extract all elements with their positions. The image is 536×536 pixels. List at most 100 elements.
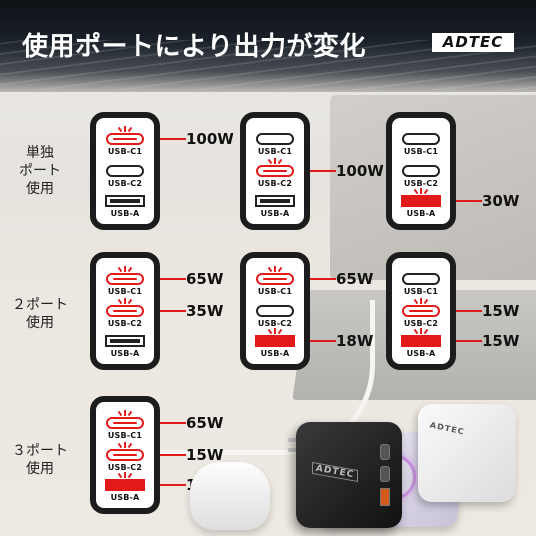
port-label: USB-C1	[107, 147, 143, 156]
port-label: USB-C2	[107, 319, 143, 328]
output-leader-line	[292, 340, 336, 342]
port-label: USB-C2	[107, 179, 143, 188]
row-label-text: ２ポート	[12, 297, 68, 313]
brand-logo: ADTEC	[432, 33, 514, 52]
active-spark-icon	[117, 410, 133, 417]
port-label: USB-C1	[257, 287, 293, 296]
output-leader-line	[438, 310, 482, 312]
active-spark-icon	[117, 266, 133, 273]
active-spark-icon	[117, 126, 133, 133]
output-wattage: 30W	[482, 192, 520, 210]
earbuds-case-photo	[190, 462, 270, 530]
row-label-text: 単独	[26, 145, 54, 161]
output-wattage: 100W	[336, 162, 384, 180]
active-spark-icon	[267, 266, 283, 273]
usb-a-port	[401, 335, 441, 347]
output-leader-line	[292, 278, 336, 280]
usb-c-port	[402, 165, 440, 177]
black-charger-photo: ADTEC	[296, 422, 402, 528]
active-spark-icon	[413, 188, 429, 195]
port-label: USB-C2	[403, 319, 439, 328]
usb-c-port	[106, 273, 144, 285]
output-leader-line	[142, 310, 186, 312]
black-charger-brand: ADTEC	[312, 461, 359, 483]
active-spark-icon	[267, 328, 283, 335]
cable-backdrop	[150, 300, 375, 455]
output-wattage: 15W	[482, 302, 520, 320]
black-charger-ports	[380, 444, 390, 512]
row-label-two-port: ２ポート 使用	[10, 296, 70, 332]
usb-c-port	[256, 165, 294, 177]
output-leader-line	[142, 454, 186, 456]
port-label: USB-A	[110, 209, 140, 218]
row-label-text: 使用	[26, 181, 54, 197]
usb-c-port	[256, 133, 294, 145]
page-title: 使用ポートにより出力が変化	[22, 32, 366, 62]
plug-prong	[288, 438, 302, 442]
usb-a-port	[255, 335, 295, 347]
output-leader-line	[142, 484, 186, 486]
active-spark-icon	[267, 158, 283, 165]
output-leader-line	[438, 200, 482, 202]
usb-a-port	[401, 195, 441, 207]
port-label: USB-C2	[403, 179, 439, 188]
usb-a-port	[105, 195, 145, 207]
output-leader-line	[438, 340, 482, 342]
usb-c-port	[106, 165, 144, 177]
usb-c-port	[256, 305, 294, 317]
white-charger-brand: ADTEC	[430, 420, 465, 437]
usb-a-port	[105, 479, 145, 491]
white-charger-photo: ADTEC	[418, 404, 516, 502]
output-wattage: 15W	[186, 446, 224, 464]
output-wattage: 18W	[336, 332, 374, 350]
usb-c-port	[402, 273, 440, 285]
port-label: USB-C1	[107, 431, 143, 440]
port-label: USB-A	[260, 209, 290, 218]
usb-c-port	[106, 417, 144, 429]
output-wattage: 65W	[186, 414, 224, 432]
port-label: USB-C1	[403, 147, 439, 156]
usb-c-port	[106, 449, 144, 461]
port-label: USB-C1	[257, 147, 293, 156]
row-label-text: ポート	[19, 163, 61, 179]
port-label: USB-A	[110, 493, 140, 502]
port-label: USB-A	[110, 349, 140, 358]
output-wattage: 65W	[336, 270, 374, 288]
port-label: USB-C2	[257, 319, 293, 328]
header-banner: 使用ポートにより出力が変化 ADTEC	[0, 0, 536, 92]
output-wattage: 35W	[186, 302, 224, 320]
usb-c-port	[106, 305, 144, 317]
output-wattage: 65W	[186, 270, 224, 288]
output-leader-line	[292, 170, 336, 172]
output-leader-line	[142, 278, 186, 280]
output-leader-line	[142, 422, 186, 424]
row-label-single: 単独 ポート 使用	[10, 144, 70, 198]
usb-c-port	[380, 466, 390, 482]
usb-c-port	[402, 305, 440, 317]
port-label: USB-A	[260, 349, 290, 358]
row-label-text: ３ポート	[12, 443, 68, 459]
usb-c-port	[380, 444, 390, 460]
row-label-text: 使用	[26, 461, 54, 477]
row-label-three-port: ３ポート 使用	[10, 442, 70, 478]
output-leader-line	[142, 138, 186, 140]
usb-c-port	[106, 133, 144, 145]
port-label: USB-C2	[257, 179, 293, 188]
port-label: USB-C1	[403, 287, 439, 296]
port-label: USB-A	[406, 209, 436, 218]
active-spark-icon	[413, 298, 429, 305]
port-label: USB-C1	[107, 287, 143, 296]
output-wattage: 15W	[482, 332, 520, 350]
port-label: USB-C2	[107, 463, 143, 472]
output-wattage: 100W	[186, 130, 234, 148]
port-label: USB-A	[406, 349, 436, 358]
usb-a-port	[105, 335, 145, 347]
